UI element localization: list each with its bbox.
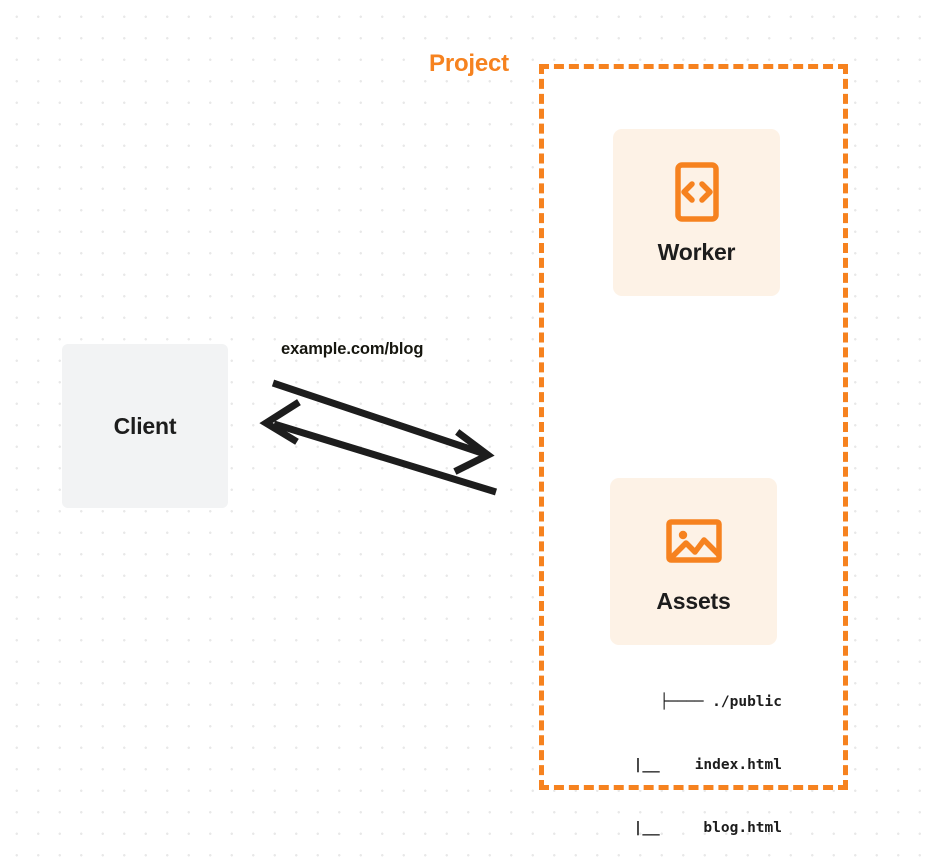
assets-node-label: Assets (656, 588, 731, 614)
file-tree-line-root: ├──── ./public (659, 694, 782, 710)
connection-url-label: example.com/blog (281, 340, 424, 358)
response-arrow-head (259, 399, 301, 445)
client-node-label: Client (113, 412, 177, 439)
assets-file-tree: ├──── ./public |__ index.html |__ blog.h… (560, 650, 782, 860)
file-tree-line-blog: |__ blog.html (633, 820, 782, 836)
client-node[interactable]: Client (62, 344, 228, 508)
response-arrow-line (272, 420, 498, 496)
request-arrow-head (453, 429, 495, 475)
image-picture-icon (665, 519, 722, 563)
project-title: Project (421, 50, 517, 78)
assets-node[interactable]: Assets (610, 478, 777, 645)
worker-node[interactable]: Worker (613, 129, 780, 296)
file-tree-line-index: |__ index.html (633, 757, 782, 773)
request-arrow-line (271, 379, 484, 457)
worker-node-label: Worker (657, 239, 736, 265)
connection-arrows (259, 379, 498, 496)
code-brackets-icon (674, 162, 719, 222)
